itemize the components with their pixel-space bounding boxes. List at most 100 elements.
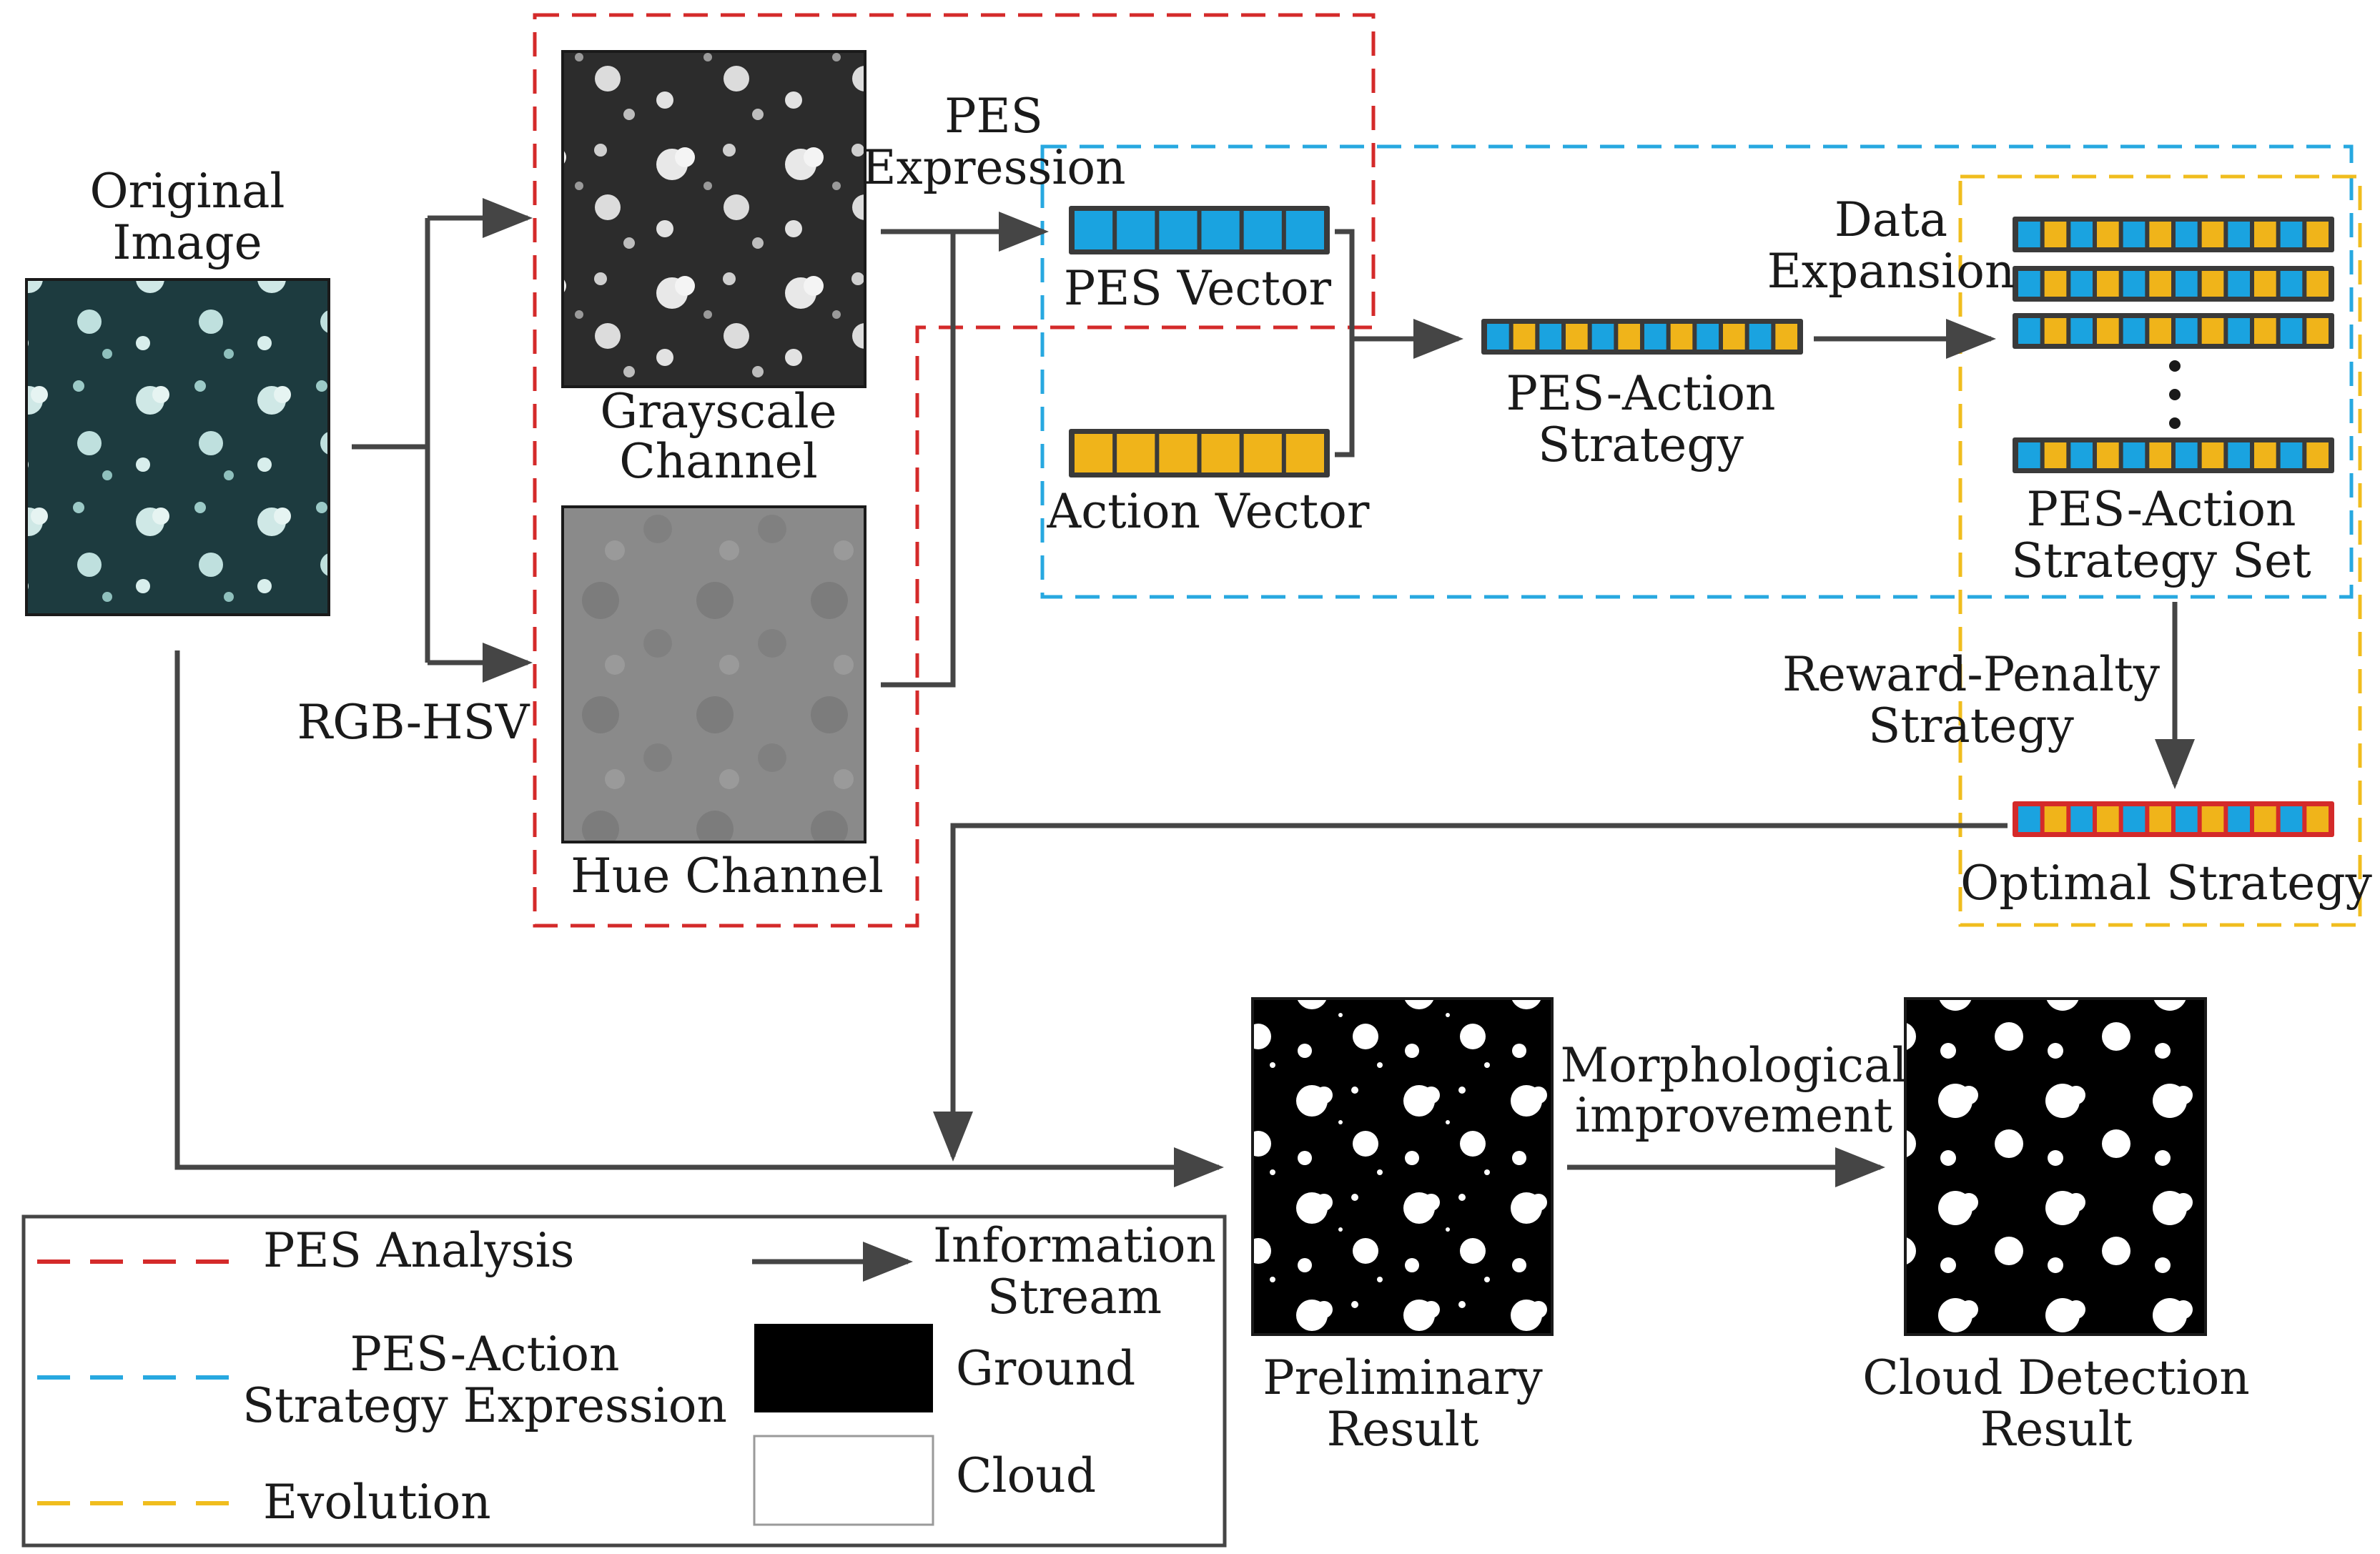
legend-ground-swatch (754, 1324, 933, 1412)
vector-cell (2044, 222, 2067, 247)
vector-cell (2097, 806, 2119, 832)
vector-cell (1644, 324, 1667, 350)
vector-cell (1749, 324, 1772, 350)
strategy-set-vector-2 (2013, 266, 2334, 302)
vector-cell (1243, 434, 1282, 472)
vector-cell (2306, 222, 2329, 247)
vector-cell (2306, 318, 2329, 344)
vector-cell (2018, 442, 2040, 468)
vector-cell (2228, 442, 2250, 468)
vector-cell (1075, 434, 1113, 472)
vector-cell (1723, 324, 1745, 350)
vector-cell (2254, 318, 2276, 344)
vector-cell (2018, 806, 2040, 832)
original-image (25, 278, 330, 616)
grayscale-channel-image (561, 50, 866, 388)
optimal-strategy-label: Optimal Strategy (1960, 856, 2372, 911)
vector-cell (2097, 318, 2119, 344)
cloud-detection-result-image (1904, 997, 2207, 1336)
vector-cell (1075, 211, 1113, 249)
vector-cell (2149, 271, 2171, 297)
vector-cell (2097, 222, 2119, 247)
vector-cell (1670, 324, 1693, 350)
vector-cell (2201, 222, 2224, 247)
vector-cell (2044, 442, 2067, 468)
vector-cell (2070, 442, 2093, 468)
information-stream-arrows (174, 198, 2195, 1187)
vector-cell (2070, 806, 2093, 832)
hue-channel-image (561, 505, 866, 843)
vector-cell (1539, 324, 1561, 350)
vector-cell (2176, 442, 2198, 468)
legend-pes-analysis-label: PES Analysis (263, 1223, 575, 1278)
vector-cell (2149, 318, 2171, 344)
vector-cell (2123, 318, 2146, 344)
vector-cell (2201, 806, 2224, 832)
vector-cell (2306, 442, 2329, 468)
vector-cell (1487, 324, 1509, 350)
vector-cell (2280, 271, 2303, 297)
vector-cell (1513, 324, 1536, 350)
legend-ground-label: Ground (956, 1341, 1135, 1396)
vector-cell (2176, 318, 2198, 344)
pes-vector-label: PES Vector (1064, 261, 1332, 316)
vector-cell (1618, 324, 1640, 350)
pes-action-expression-region (1040, 144, 2354, 599)
vector-cell (2018, 271, 2040, 297)
vector-cell (2228, 806, 2250, 832)
vector-cell (2044, 806, 2067, 832)
vector-cell (1243, 211, 1282, 249)
vector-cell (1201, 434, 1240, 472)
legend-cloud-swatch (753, 1435, 934, 1526)
vector-cell (2280, 222, 2303, 247)
optimal-strategy-vector (2013, 801, 2334, 837)
ellipsis-dots (2169, 360, 2181, 429)
vector-cell (1201, 211, 1240, 249)
vector-cell (1159, 434, 1198, 472)
vector-cell (2123, 806, 2146, 832)
vector-cell (2149, 806, 2171, 832)
vector-cell (2280, 806, 2303, 832)
vector-cell (1117, 211, 1155, 249)
strategy-set-vector-3 (2013, 313, 2334, 349)
vector-cell (2228, 222, 2250, 247)
legend-evolution-label: Evolution (263, 1475, 491, 1530)
evolution-region (1958, 174, 2362, 927)
vector-cell (2097, 271, 2119, 297)
vector-cell (2123, 442, 2146, 468)
vector-cell (2097, 442, 2119, 468)
vector-cell (2254, 271, 2276, 297)
action-vector-label: Action Vector (1047, 484, 1370, 539)
vector-cell (2070, 271, 2093, 297)
vector-cell (2306, 271, 2329, 297)
hue-channel-label: Hue Channel (571, 848, 884, 904)
vector-cell (1591, 324, 1614, 350)
vector-cell (2123, 271, 2146, 297)
vector-cell (2018, 222, 2040, 247)
pes-vector (1069, 206, 1330, 254)
vector-cell (1697, 324, 1719, 350)
vector-cell (2176, 806, 2198, 832)
vector-cell (1775, 324, 1797, 350)
vector-cell (2254, 222, 2276, 247)
vector-cell (2201, 318, 2224, 344)
vector-cell (2228, 318, 2250, 344)
pes-action-strategy-vector (1481, 319, 1803, 355)
vector-cell (2280, 318, 2303, 344)
vector-cell (1285, 434, 1324, 472)
vector-cell (2149, 222, 2171, 247)
vector-cell (2149, 442, 2171, 468)
